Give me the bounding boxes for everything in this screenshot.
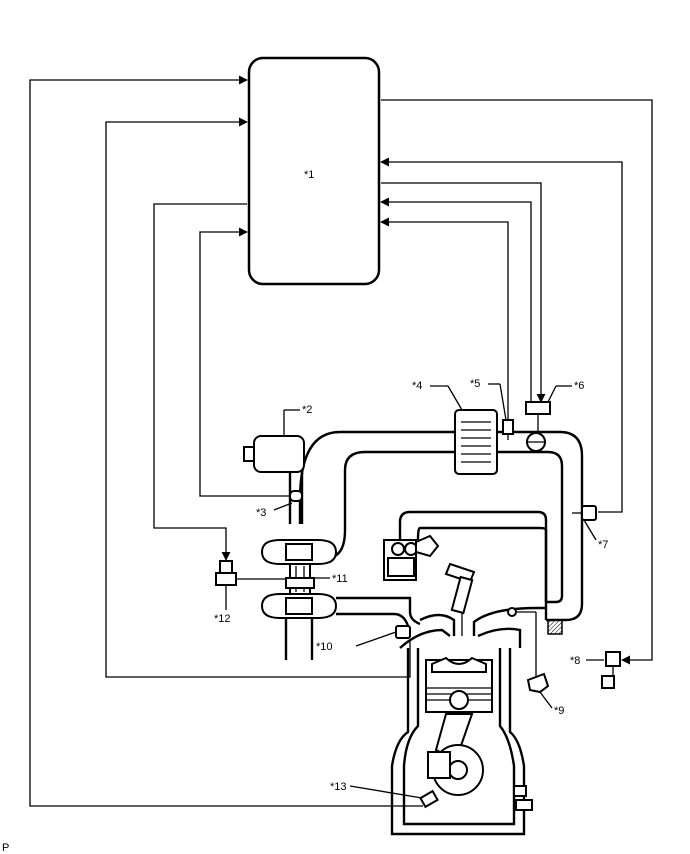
egr-valve — [383, 534, 440, 581]
labels: *1 *2 *3 *4 *5 *6 *7 *8 *9 *10 *11 *12 *… — [2, 169, 608, 854]
vnt-valve — [215, 560, 286, 600]
label-ecm: *1 — [304, 169, 314, 181]
corner-mark: P — [2, 842, 9, 854]
manifold-sensor — [572, 505, 597, 521]
oil-sensor — [513, 785, 533, 811]
label-8: *8 — [570, 655, 580, 667]
pressure-sensor — [526, 672, 550, 694]
label-13: *13 — [330, 781, 347, 793]
label-2: *2 — [302, 404, 312, 416]
cylinder-head — [399, 606, 546, 676]
coolant-sensor — [395, 625, 411, 639]
engine-block — [390, 648, 526, 836]
intake-piping — [298, 430, 584, 622]
leader-lines — [225, 383, 604, 799]
label-7: *7 — [598, 539, 608, 551]
label-10: *10 — [316, 641, 333, 653]
label-11: *11 — [332, 573, 348, 585]
label-5: *5 — [470, 378, 480, 390]
air-cleaner — [243, 435, 305, 524]
label-12: *12 — [214, 613, 231, 625]
hatched-block — [547, 619, 563, 635]
turbocharger — [260, 539, 421, 660]
label-9: *9 — [554, 705, 564, 717]
crank-sensor — [419, 789, 439, 809]
signal-wiring — [29, 75, 653, 807]
fuel-injector — [444, 562, 476, 636]
fuel-sensor — [601, 651, 621, 689]
label-6: *6 — [574, 380, 584, 392]
boost-sensor — [502, 419, 514, 440]
intercooler — [454, 409, 498, 475]
label-3: *3 — [256, 507, 266, 519]
throttle-body — [525, 401, 551, 452]
ecm-box — [247, 56, 381, 286]
intake-air-sensor — [289, 490, 303, 502]
label-4: *4 — [412, 380, 422, 392]
